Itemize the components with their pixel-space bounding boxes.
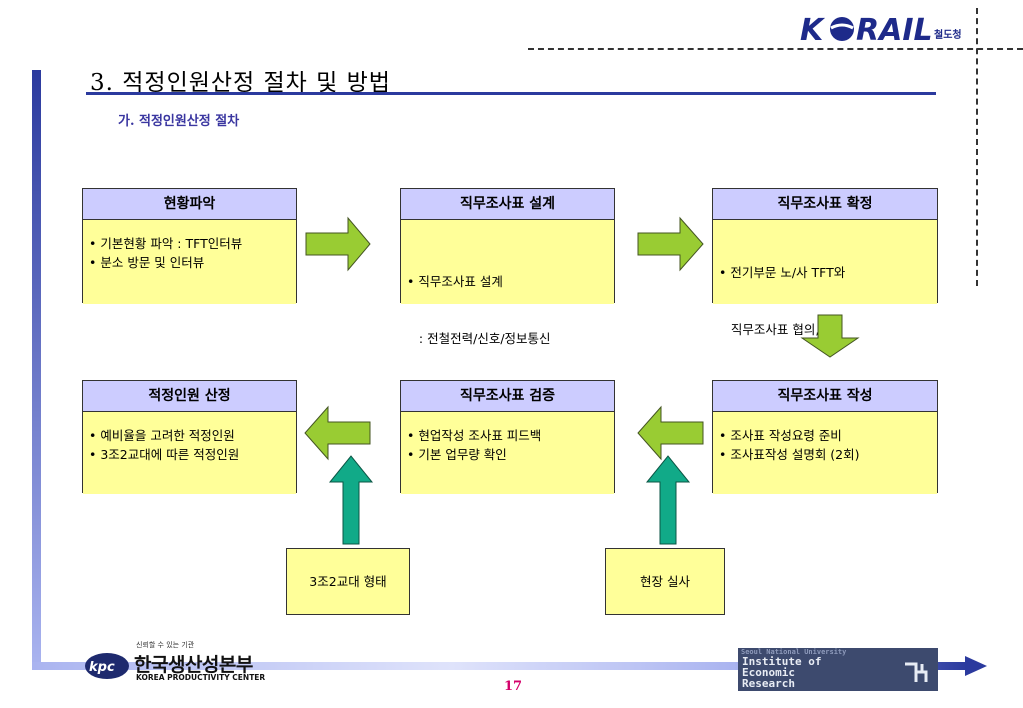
bottom-bar-arrow-icon (965, 656, 987, 676)
input-box-shift: 3조2교대 형태 (286, 548, 410, 615)
ier-line: Economic (742, 666, 795, 679)
arrow-right-icon (637, 216, 704, 272)
kpc-name: 한국생산성본부 (134, 654, 253, 676)
ier-line: Institute of (742, 655, 822, 668)
step-body: • 직무조사표 설계 : 전철전력/신호/정보통신 (401, 220, 614, 346)
input-label: 3조2교대 형태 (309, 574, 387, 589)
arrow-left-icon (637, 405, 704, 461)
step-line: • 기본 업무량 확인 (407, 447, 507, 462)
ier-top-label: Seoul National University (741, 648, 847, 656)
step-title: 직무조사표 작성 (713, 381, 937, 412)
step-box-confirm: 직무조사표 확정 • 전기부문 노/사 TFT와 직무조사표 협의,확정 : 전… (712, 188, 938, 394)
page-title: 3. 적정인원산정 절차 및 방법 (90, 70, 391, 96)
page-subtitle: 가. 적정인원산정 절차 (118, 114, 240, 129)
step-title: 직무조사표 확정 (713, 189, 937, 220)
step-title: 현황파악 (83, 189, 296, 220)
step-line: • 기본현황 파악 : TFT인터뷰 (89, 236, 243, 251)
step-line: • 조사표 작성요령 준비 (719, 428, 842, 443)
step-line: • 3조2교대에 따른 적정인원 (89, 447, 240, 462)
input-label: 현장 실사 (640, 574, 690, 589)
svg-text:K: K (800, 13, 826, 46)
korail-logo: K RAIL 철도청 (800, 12, 975, 48)
korail-sub-label: 철도청 (934, 30, 962, 41)
title-underline (86, 92, 936, 95)
step-box-status: 현황파악 • 기본현황 파악 : TFT인터뷰 • 분소 방문 및 인터뷰 (82, 188, 297, 304)
step-box-staffing: 적정인원 산정 • 예비율을 고려한 적정인원 • 3조2교대에 따른 적정인원 (82, 380, 297, 494)
step-box-write: 직무조사표 작성 • 조사표 작성요령 준비 • 조사표작성 설명회 (2회) (712, 380, 938, 494)
step-box-design: 직무조사표 설계 • 직무조사표 설계 : 전철전력/신호/정보통신 (400, 188, 615, 346)
step-title: 직무조사표 설계 (401, 189, 614, 220)
kpc-emblem-icon: kpc (85, 653, 129, 679)
arrow-up-icon (328, 455, 374, 545)
step-line: • 분소 방문 및 인터뷰 (89, 255, 205, 270)
arrow-down-icon (800, 314, 860, 358)
step-line: : 전철전력/신호/정보통신 (407, 331, 551, 346)
ier-line: Research (742, 677, 795, 690)
arrow-right-icon (305, 216, 371, 272)
left-accent-bar (32, 70, 41, 670)
step-body: • 조사표 작성요령 준비 • 조사표작성 설명회 (2회) (713, 412, 937, 494)
step-line: • 직무조사표 설계 (407, 274, 503, 289)
kpc-tagline: 신뢰할 수 있는 기관 (136, 641, 195, 649)
step-line: • 조사표작성 설명회 (2회) (719, 447, 860, 462)
step-line: • 현업작성 조사표 피드백 (407, 428, 542, 443)
ier-logo: Seoul National University Institute of E… (738, 648, 938, 691)
step-body: • 예비율을 고려한 적정인원 • 3조2교대에 따른 적정인원 (83, 412, 296, 494)
kpc-english: KOREA PRODUCTIVITY CENTER (136, 673, 266, 682)
page-number: 17 (504, 679, 523, 694)
step-title: 적정인원 산정 (83, 381, 296, 412)
step-body: • 기본현황 파악 : TFT인터뷰 • 분소 방문 및 인터뷰 (83, 220, 296, 304)
step-title: 직무조사표 검증 (401, 381, 614, 412)
header-dashed-rule (528, 48, 1023, 50)
arrow-left-icon (304, 405, 371, 461)
bottom-accent-bar (32, 662, 967, 670)
kpc-logo: kpc 신뢰할 수 있는 기관 한국생산성본부 KOREA PRODUCTIVI… (84, 640, 284, 686)
step-line: • 예비율을 고려한 적정인원 (89, 428, 235, 443)
ier-emblem-icon (905, 662, 928, 682)
svg-text:kpc: kpc (89, 660, 115, 675)
input-box-field: 현장 실사 (605, 548, 725, 615)
step-line: • 전기부문 노/사 TFT와 (719, 265, 846, 280)
svg-text:RAIL: RAIL (856, 13, 933, 46)
right-dashed-rule (976, 8, 978, 286)
arrow-up-icon (645, 455, 691, 545)
step-body: • 현업작성 조사표 피드백 • 기본 업무량 확인 (401, 412, 614, 494)
step-box-verify: 직무조사표 검증 • 현업작성 조사표 피드백 • 기본 업무량 확인 (400, 380, 615, 494)
